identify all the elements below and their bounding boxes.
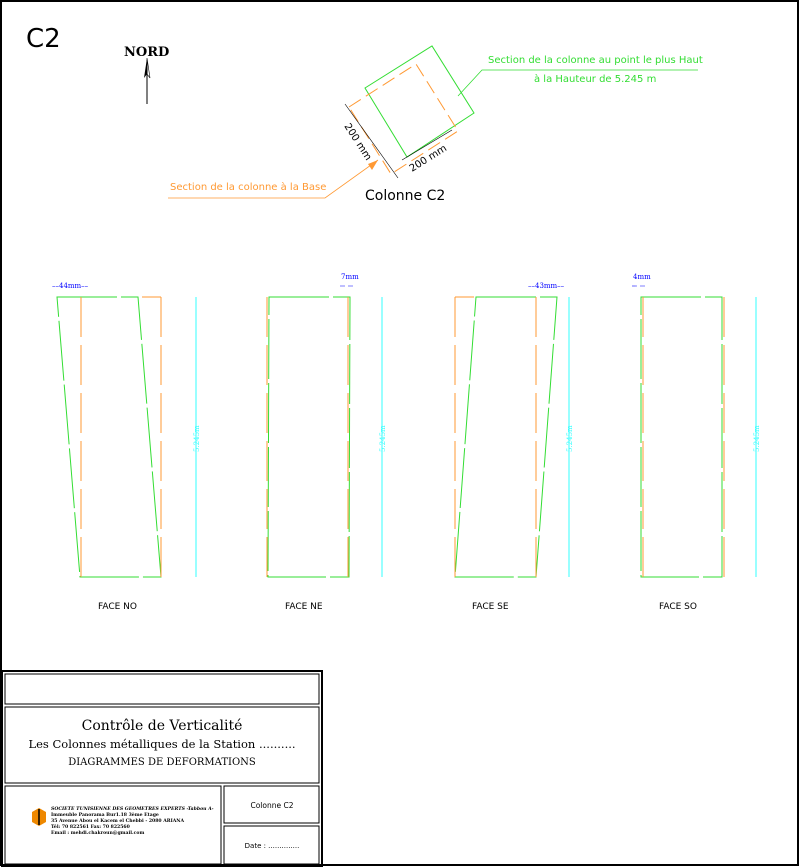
column-title: Colonne C2 [365,188,445,204]
north-label: NORD [124,45,169,60]
face-ne-label: FACE NE [285,602,323,612]
face-se-offset: ––43mm–– [528,282,565,290]
section-top [364,45,475,158]
title-block-subtitle2: DIAGRAMMES DE DEFORMATIONS [68,757,256,768]
face-so-label: FACE SO [659,602,697,612]
face-ne-height: 5.245m [379,425,387,452]
face-ne-diagram [266,296,383,578]
face-no-offset: ––44mm–– [52,282,89,290]
title-block-title: Contrôle de Verticalité [82,718,243,734]
company-name: SOCIETE TUNISIENNE DES GEOMETRES EXPERTS… [51,806,214,812]
face-ne-offset: 7mm [341,273,359,281]
title-block-subtitle: Les Colonnes métalliques de la Station .… [28,737,295,751]
title-block-date: Date : .............. [245,842,300,850]
label-top-section: Section de la colonne au point le plus H… [488,55,703,66]
title-block [1,670,323,867]
face-se-label: FACE SE [472,602,509,612]
face-so-diagram [640,296,757,578]
face-so-offset: 4mm [633,273,651,281]
face-so-height: 5.245m [753,425,761,452]
label-top-height: à la Hauteur de 5.245 m [534,73,656,85]
face-no-label: FACE NO [98,602,137,612]
company-address2: 35 Avenue Abou el Kacem el Chebbi - 2080… [51,818,184,824]
company-logo-icon [32,808,46,826]
section-base [348,63,459,175]
company-email: Email : mehdi.chakroun@gmail.com [51,829,144,836]
face-no-diagram [56,296,197,578]
sheet-id: C2 [26,24,61,54]
label-base-section: Section de la colonne à la Base [170,181,326,193]
title-block-column: Colonne C2 [250,801,293,810]
north-arrow-icon [144,57,151,104]
column-section-diagram [168,45,698,199]
dim-1: 200 mm [341,122,373,163]
company-address1: Immeuble Panorama Bur1.18 3ème Etage [51,811,159,818]
company-phone: Tél: 70 822561 Fax: 70 822560 [51,823,130,830]
face-no-height: 5.245m [193,425,201,452]
face-se-height: 5.245m [566,425,574,452]
face-se-diagram [454,296,570,578]
